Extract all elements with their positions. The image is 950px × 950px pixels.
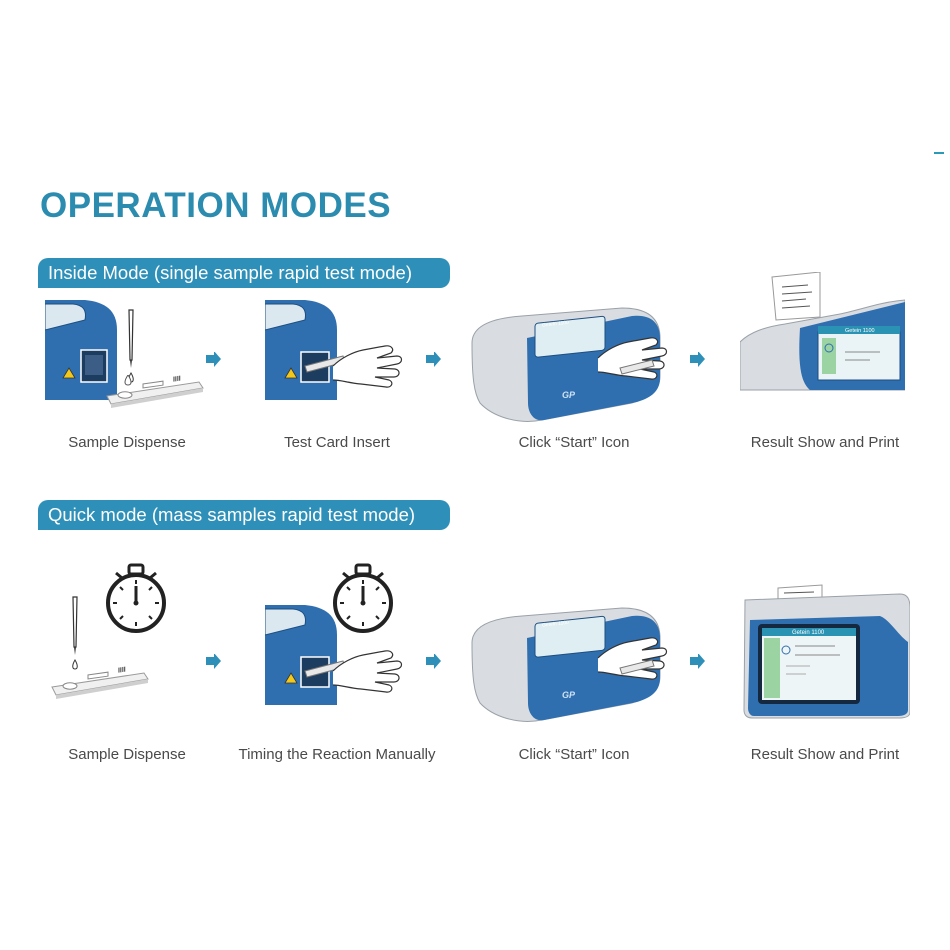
dispense-drop-icon (124, 375, 132, 386)
page-title: OPERATION MODES (40, 186, 392, 225)
result-screen-illustration: Getein 1100 (743, 584, 910, 719)
test-card-insert-illustration (265, 300, 403, 400)
step-label: Timing the Reaction Manually (238, 746, 436, 763)
inside-mode-banner: Inside Mode (single sample rapid test mo… (38, 258, 450, 288)
svg-text:Getein 1100: Getein 1100 (792, 630, 825, 636)
step-label: Sample Dispense (68, 746, 186, 763)
arrow-icon (206, 352, 221, 367)
arrow-icon (206, 654, 221, 669)
arrow-icon (426, 654, 441, 669)
step-label: Click “Start” Icon (518, 434, 630, 451)
click-start-illustration (471, 607, 668, 722)
result-print-illustration: Getein 1100 (740, 272, 905, 391)
step-label: Click “Start” Icon (518, 746, 630, 763)
timing-reaction-illustration (265, 563, 403, 705)
arrow-icon (690, 352, 705, 367)
corner-accent (934, 152, 944, 154)
svg-text:Getein 1100: Getein 1100 (845, 328, 875, 334)
step-label: Sample Dispense (68, 434, 186, 451)
step-label: Test Card Insert (284, 434, 390, 451)
sample-dispense-stopwatch-illustration (51, 563, 166, 700)
arrow-icon (690, 654, 705, 669)
quick-mode-banner: Quick mode (mass samples rapid test mode… (38, 500, 450, 530)
step-label: Result Show and Print (750, 746, 900, 763)
sample-dispense-illustration (45, 300, 204, 409)
click-start-illustration (471, 307, 668, 422)
step-label: Result Show and Print (750, 434, 900, 451)
arrow-icon (426, 352, 441, 367)
